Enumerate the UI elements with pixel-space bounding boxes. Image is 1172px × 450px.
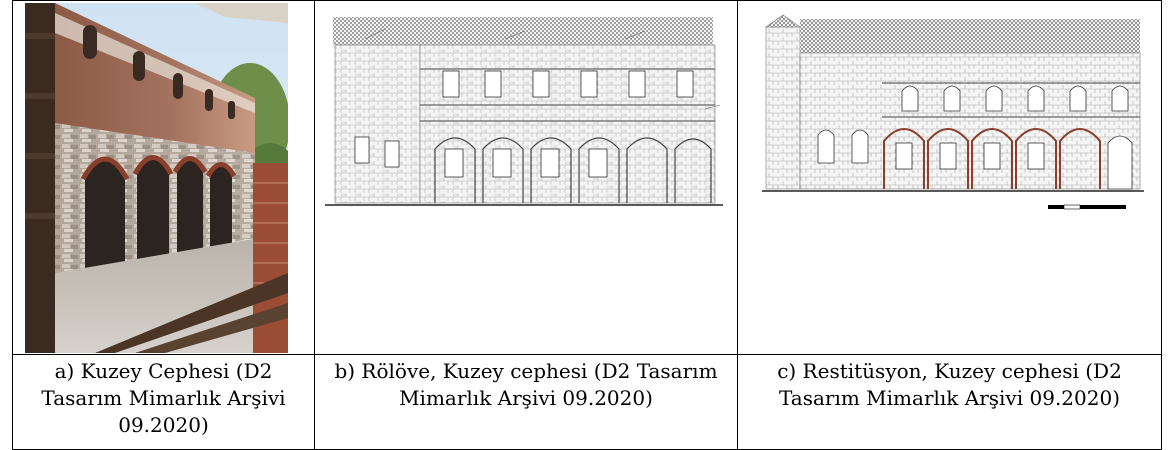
figure-a-caption-cell: a) Kuzey Cephesi (D2 Tasarım Mimarlık Ar… [12, 354, 315, 450]
figure-a-image-cell [12, 0, 315, 355]
restitution-drawing-north-facade [762, 13, 1144, 227]
figure-c-image-cell [737, 0, 1162, 355]
figure-b-image-cell [314, 0, 738, 355]
figure-c-caption: c) Restitüsyon, Kuzey cephesi (D2 Tasarı… [777, 359, 1122, 410]
figure-table: a) Kuzey Cephesi (D2 Tasarım Mimarlık Ar… [12, 0, 1162, 450]
north-facade-photo [25, 3, 288, 353]
scale-bar [1048, 204, 1126, 210]
figure-a-caption: a) Kuzey Cephesi (D2 Tasarım Mimarlık Ar… [41, 359, 286, 437]
figure-b-caption-cell: b) Rölöve, Kuzey cephesi (D2 Tasarım Mim… [314, 354, 738, 450]
figure-b-caption: b) Rölöve, Kuzey cephesi (D2 Tasarım Mim… [334, 359, 718, 410]
survey-drawing-north-facade [325, 9, 723, 219]
figure-c-caption-cell: c) Restitüsyon, Kuzey cephesi (D2 Tasarı… [737, 354, 1162, 450]
